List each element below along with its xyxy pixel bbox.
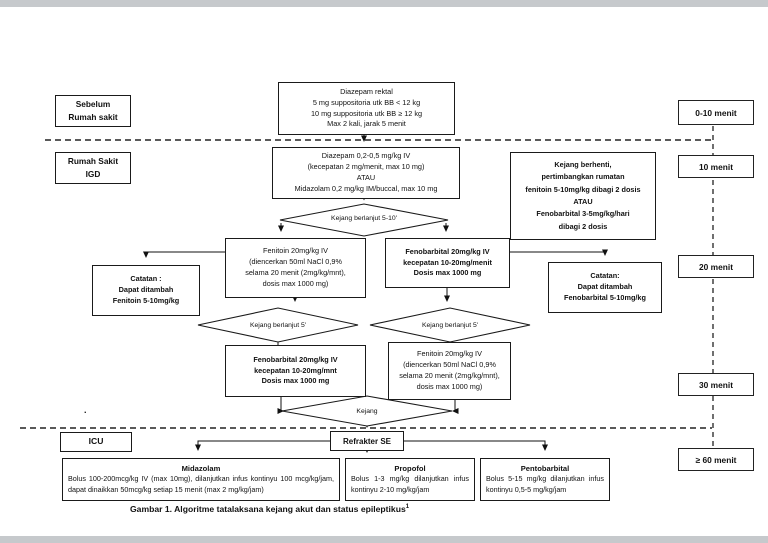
decision-diamond-2-left (197, 307, 359, 343)
box-line: Fenitoin 20mg/kg IV (417, 349, 482, 359)
box-line: Fenobarbital 20mg/kg IV (405, 246, 490, 256)
box-line: dosis max 1000 mg) (262, 278, 329, 288)
decision-diamond-1 (279, 203, 449, 237)
decision-label-kejang: Kejang (356, 407, 378, 415)
box-line: Diazepam 0,2-0,5 mg/kg IV (321, 151, 411, 161)
time-label: 10 menit (699, 161, 733, 172)
box-propofol: Propofol Bolus 1-3 mg/kg dilanjutkan inf… (345, 458, 475, 501)
box-catatan-fenobarbital: Catatan: Dapat ditambah Fenobarbital 5-1… (548, 262, 662, 313)
box-fenobarbital-2: Fenobarbital 20mg/kg IV kecepatan 10-20m… (225, 345, 366, 397)
box-midazolam: Midazolam Bolus 100-200mcg/kg IV (max 10… (62, 458, 340, 501)
box-line: kecepatan 10-20mg/menit (403, 257, 492, 267)
box-line: Midazolam 0,2 mg/kg IM/buccal, max 10 mg (294, 183, 438, 193)
decision-label-kejang-berlanjut-5-left: Kejang berlanjut 5' (249, 321, 307, 329)
box-kejang-berhenti: Kejang berhenti, pertimbangkan rumatan f… (510, 152, 656, 240)
box-line: pertimbangkan rumatan (541, 172, 625, 182)
box-line: Fenitoin 20mg/kg IV (263, 246, 328, 256)
box-diazepam-iv: Diazepam 0,2-0,5 mg/kg IV (kecepatan 2 m… (272, 147, 460, 199)
box-line: ATAU (573, 197, 593, 206)
box-fenitoin-1: Fenitoin 20mg/kg IV (diencerkan 50ml NaC… (225, 238, 366, 298)
box-line: Diazepam rektal (340, 86, 393, 96)
box-line: Refrakter SE (342, 436, 392, 446)
caption-text: Gambar 1. Algoritme tatalaksana kejang a… (130, 504, 406, 514)
decision-diamond-2-right (369, 307, 531, 343)
drug-body: Bolus 1-3 mg/kg dilanjutkan infus kontin… (351, 474, 469, 494)
page-edge-bottom (0, 536, 768, 543)
box-line: ATAU (356, 173, 376, 182)
box-line: fenitoin 5-10mg/kg dibagi 2 dosis (525, 184, 641, 194)
box-fenobarbital-1: Fenobarbital 20mg/kg IV kecepatan 10-20m… (385, 238, 510, 288)
box-line: Fenobarbital 3-5mg/kg/hari (536, 209, 630, 219)
box-line: (diencerkan 50ml NaCl 0,9% (403, 360, 496, 370)
time-box-0-10: 0-10 menit (678, 100, 754, 125)
page-edge-top (0, 0, 768, 7)
box-line: kecepatan 10-20mg/mnt (254, 365, 337, 375)
box-line: (diencerkan 50ml NaCl 0,9% (249, 257, 342, 267)
drug-title: Midazolam (181, 463, 221, 473)
box-line: Dapat ditambah (577, 282, 633, 292)
box-line: Dapat ditambah (118, 285, 174, 295)
time-label: 30 menit (699, 379, 733, 390)
box-line: Fenobarbital 5-10mg/kg (564, 292, 646, 302)
box-refrakter-se: Refrakter SE (330, 431, 404, 451)
box-line: Dosis max 1000 mg (261, 376, 330, 386)
time-label: 20 menit (699, 261, 733, 272)
stage-box-icu: ICU (60, 432, 132, 452)
box-line: selama 20 menit (2mg/kg/mnt), (245, 268, 346, 277)
stage-label: Sebelum (75, 98, 111, 109)
stage-label: Rumah Sakit (67, 155, 119, 166)
decision-label-kejang-berlanjut-5-right: Kejang berlanjut 5' (421, 321, 479, 329)
time-box-60: ≥ 60 menit (678, 448, 754, 471)
box-line: Fenitoin 5-10mg/kg (112, 295, 180, 305)
box-line: Dosis max 1000 mg (413, 268, 482, 278)
decision-diamond-3 (281, 395, 453, 427)
stage-label: IGD (85, 169, 101, 179)
time-box-10: 10 menit (678, 155, 754, 178)
box-line: Fenobarbital 20mg/kg IV (253, 354, 338, 364)
box-line: Catatan: (590, 271, 620, 281)
stray-period-mark: . (84, 405, 87, 415)
time-box-20: 20 menit (678, 255, 754, 278)
box-diazepam-rektal: Diazepam rektal 5 mg suppositoria utk BB… (278, 82, 455, 135)
stage-box-hospital-igd: Rumah Sakit IGD (55, 152, 131, 184)
time-box-30: 30 menit (678, 373, 754, 396)
box-line: Max 2 kali, jarak 5 menit (327, 119, 406, 129)
caption-superscript: 1 (405, 504, 410, 511)
box-line: 10 mg suppositoria utk BB ≥ 12 kg (310, 108, 423, 118)
box-line: Kejang berhenti, (554, 159, 612, 169)
stage-label: Rumah sakit (68, 112, 118, 122)
box-line: (kecepatan 2 mg/menit, max 10 mg) (307, 162, 425, 172)
time-label: 0-10 menit (695, 107, 737, 118)
drug-body: Bolus 5-15 mg/kg dilanjutkan infus konti… (486, 474, 604, 494)
drug-title: Pentobarbital (520, 463, 570, 473)
box-line: selama 20 menit (2mg/kg/mnt), (399, 371, 500, 380)
box-line: dosis max 1000 mg) (416, 381, 483, 391)
drug-body: Bolus 100-200mcg/kg IV (max 10mg), dilan… (68, 474, 334, 494)
box-line: dibagi 2 dosis (558, 221, 608, 231)
box-catatan-fenitoin: Catatan : Dapat ditambah Fenitoin 5-10mg… (92, 265, 200, 316)
box-line: Catatan : (130, 274, 162, 284)
time-label: ≥ 60 menit (695, 454, 737, 465)
stage-box-pre-hospital: Sebelum Rumah sakit (55, 95, 131, 127)
decision-label-kejang-berlanjut-5-10: Kejang berlanjut 5-10' (331, 214, 397, 222)
icu-label: ICU (88, 436, 104, 447)
box-pentobarbital: Pentobarbital Bolus 5-15 mg/kg dilanjutk… (480, 458, 610, 501)
box-fenitoin-2: Fenitoin 20mg/kg IV (diencerkan 50ml NaC… (388, 342, 511, 400)
figure-caption: Gambar 1. Algoritme tatalaksana kejang a… (130, 504, 409, 514)
box-line: 5 mg suppositoria utk BB < 12 kg (312, 97, 421, 107)
drug-title: Propofol (394, 463, 426, 473)
